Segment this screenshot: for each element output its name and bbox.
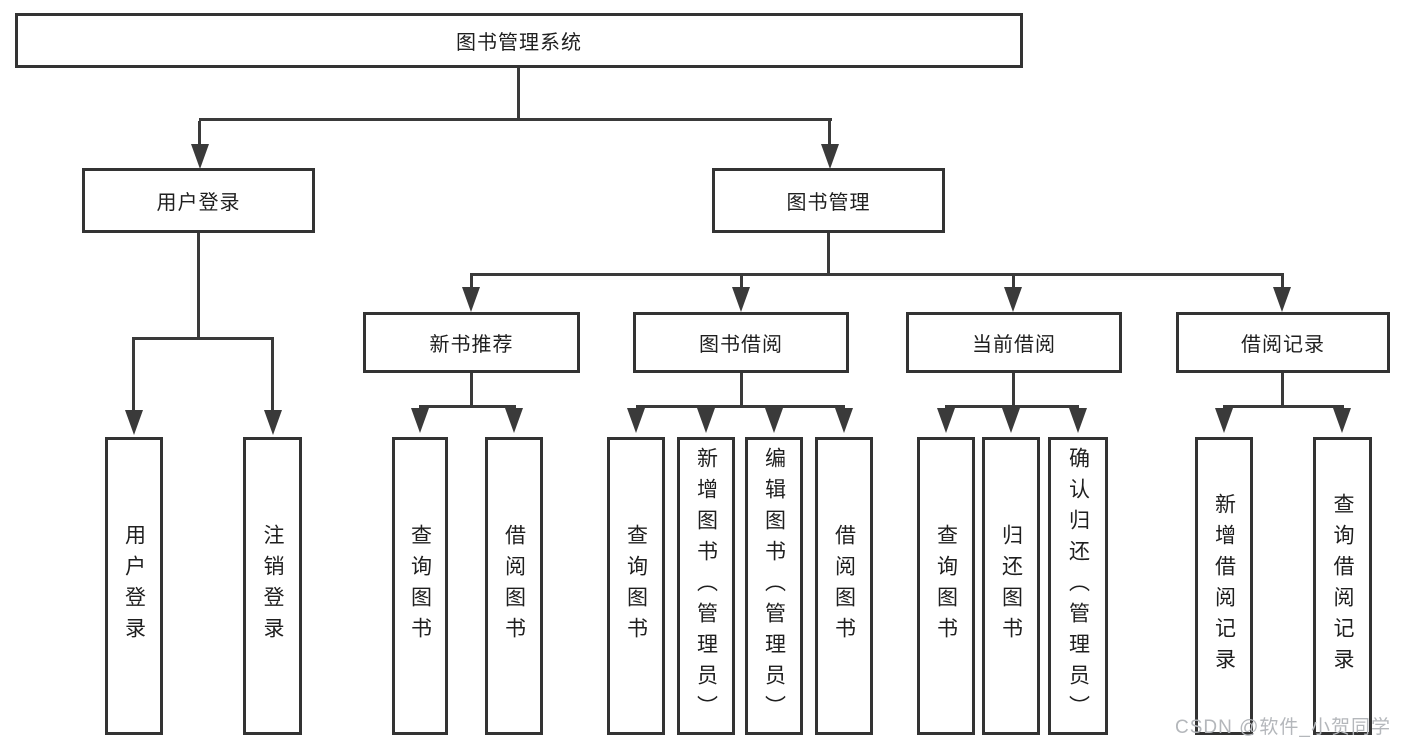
leaf-return-book: 归还图书 <box>982 437 1040 735</box>
connector-current-leafbar <box>945 405 1079 408</box>
connector-newbook-stub <box>470 276 473 287</box>
connector-user-login-stub <box>198 121 201 144</box>
connector-leaf-logout-stub <box>271 340 274 410</box>
leaf-add-borrow-record-label: 新增借阅记录 <box>1212 493 1236 679</box>
connector-borrow-down <box>740 373 743 405</box>
arrow-current-leaf2 <box>1002 408 1020 433</box>
connector-leaf-login-stub <box>132 340 135 410</box>
node-book-mgmt: 图书管理 <box>712 168 945 233</box>
leaf-borrow-book-label: 借阅图书 <box>832 524 856 648</box>
leaf-recommend-borrow-book-label: 借阅图书 <box>502 524 526 648</box>
leaf-borrow-book: 借阅图书 <box>815 437 873 735</box>
node-borrow-records: 借阅记录 <box>1176 312 1390 373</box>
leaf-query-borrow-record-label: 查询借阅记录 <box>1331 493 1354 679</box>
node-root-label: 图书管理系统 <box>456 32 582 54</box>
leaf-add-borrow-record: 新增借阅记录 <box>1195 437 1253 735</box>
arrow-newbook-leaf2 <box>505 408 523 433</box>
connector-mgmt-stem <box>827 233 830 273</box>
leaf-user-login: 用户登录 <box>105 437 163 735</box>
arrow-to-newbook <box>462 287 480 312</box>
connector-book-mgmt-stub <box>828 121 831 144</box>
arrow-to-current <box>1004 287 1022 312</box>
leaf-edit-book-admin-label: 编辑图书（管理员） <box>762 446 786 726</box>
connector-user-stem <box>197 233 200 337</box>
node-new-book-recommend: 新书推荐 <box>363 312 580 373</box>
leaf-confirm-return-admin-label: 确认归还（管理员） <box>1066 446 1090 726</box>
connector-mgmt-bar <box>470 273 1284 276</box>
leaf-query-borrow-record: 查询借阅记录 <box>1313 437 1372 735</box>
arrow-records-leaf1 <box>1215 408 1233 433</box>
connector-records-leafbar <box>1223 405 1344 408</box>
leaf-recommend-borrow-book: 借阅图书 <box>485 437 543 735</box>
leaf-confirm-return-admin: 确认归还（管理员） <box>1048 437 1108 735</box>
leaf-borrow-query-book: 查询图书 <box>607 437 665 735</box>
connector-borrow-leafbar <box>636 405 845 408</box>
arrow-to-records <box>1273 287 1291 312</box>
node-root: 图书管理系统 <box>15 13 1023 68</box>
connector-root-stem <box>517 68 520 118</box>
leaf-logout: 注销登录 <box>243 437 302 735</box>
arrow-borrow-leaf3 <box>765 408 783 433</box>
leaf-borrow-query-book-label: 查询图书 <box>624 524 648 648</box>
connector-newbook-leafbar <box>419 405 516 408</box>
leaf-add-book-admin-label: 新增图书（管理员） <box>694 446 718 726</box>
leaf-return-book-label: 归还图书 <box>999 524 1023 648</box>
connector-root-bar <box>199 118 832 121</box>
connector-user-bar <box>132 337 274 340</box>
leaf-add-book-admin: 新增图书（管理员） <box>677 437 735 735</box>
node-current-borrow: 当前借阅 <box>906 312 1122 373</box>
leaf-current-query-book: 查询图书 <box>917 437 975 735</box>
node-book-borrow: 图书借阅 <box>633 312 849 373</box>
arrow-current-leaf1 <box>937 408 955 433</box>
node-user-login-label: 用户登录 <box>156 192 241 214</box>
node-book-mgmt-label: 图书管理 <box>786 192 871 214</box>
connector-borrow-stub <box>740 276 743 287</box>
arrow-borrow-leaf4 <box>835 408 853 433</box>
leaf-recommend-query-book-label: 查询图书 <box>408 524 432 648</box>
node-current-borrow-label: 当前借阅 <box>972 334 1056 356</box>
arrow-to-leaf-login <box>125 410 143 435</box>
arrow-to-user-login <box>191 144 209 169</box>
connector-newbook-down <box>470 373 473 405</box>
leaf-recommend-query-book: 查询图书 <box>392 437 448 735</box>
leaf-edit-book-admin: 编辑图书（管理员） <box>745 437 803 735</box>
arrow-current-leaf3 <box>1069 408 1087 433</box>
connector-records-stub <box>1281 276 1284 287</box>
connector-records-down <box>1281 373 1284 405</box>
arrow-to-book-mgmt <box>821 144 839 169</box>
node-book-borrow-label: 图书借阅 <box>699 334 783 356</box>
node-borrow-records-label: 借阅记录 <box>1241 334 1325 356</box>
arrow-to-borrow <box>732 287 750 312</box>
arrow-to-leaf-logout <box>264 410 282 435</box>
arrow-borrow-leaf1 <box>627 408 645 433</box>
node-new-book-recommend-label: 新书推荐 <box>429 334 514 356</box>
node-user-login: 用户登录 <box>82 168 315 233</box>
arrow-borrow-leaf2 <box>697 408 715 433</box>
connector-current-stub <box>1012 276 1015 287</box>
csdn-watermark: CSDN @软件_小贺同学 <box>1175 717 1391 738</box>
leaf-logout-label: 注销登录 <box>261 524 284 648</box>
leaf-user-login-label: 用户登录 <box>122 524 146 648</box>
leaf-current-query-book-label: 查询图书 <box>934 524 958 648</box>
arrow-records-leaf2 <box>1333 408 1351 433</box>
arrow-newbook-leaf1 <box>411 408 429 433</box>
connector-current-down <box>1012 373 1015 405</box>
